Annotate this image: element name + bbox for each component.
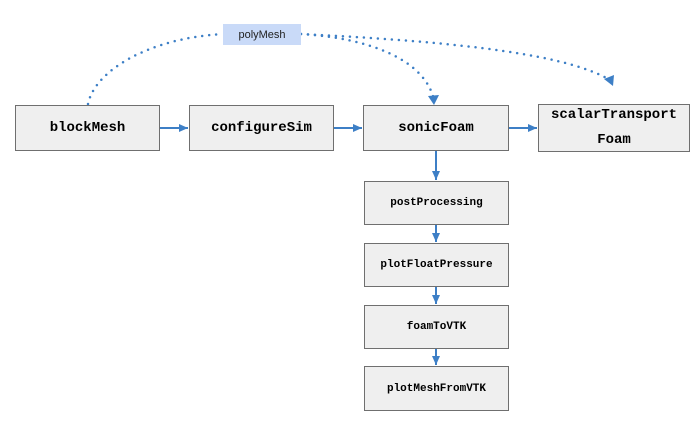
edge-polymesh-scalartransport-dotted <box>299 32 612 82</box>
edge-polymesh-sonicfoam-dotted <box>299 32 436 102</box>
node-blockmesh[interactable]: blockMesh <box>15 105 160 151</box>
arrowhead-polymesh-scalartransport <box>604 75 614 86</box>
node-scalartransportfoam-line1: scalarTransport <box>550 107 678 123</box>
node-plotfloatpressure[interactable]: plotFloatPressure <box>364 243 509 287</box>
edge-blockmesh-polymesh-dotted <box>86 32 225 106</box>
arrowhead-polymesh-sonicfoam <box>428 95 439 105</box>
node-postprocessing[interactable]: postProcessing <box>364 181 509 225</box>
node-foamtovtk[interactable]: foamToVTK <box>364 305 509 349</box>
polymesh-label: polyMesh <box>223 24 301 45</box>
node-sonicfoam[interactable]: sonicFoam <box>363 105 509 151</box>
node-scalartransportfoam-line2: Foam <box>597 132 631 148</box>
node-configuresim[interactable]: configureSim <box>189 105 334 151</box>
node-plotmeshfromvtk[interactable]: plotMeshFromVTK <box>364 366 509 411</box>
node-scalartransportfoam[interactable]: scalarTransport Foam <box>538 104 690 152</box>
